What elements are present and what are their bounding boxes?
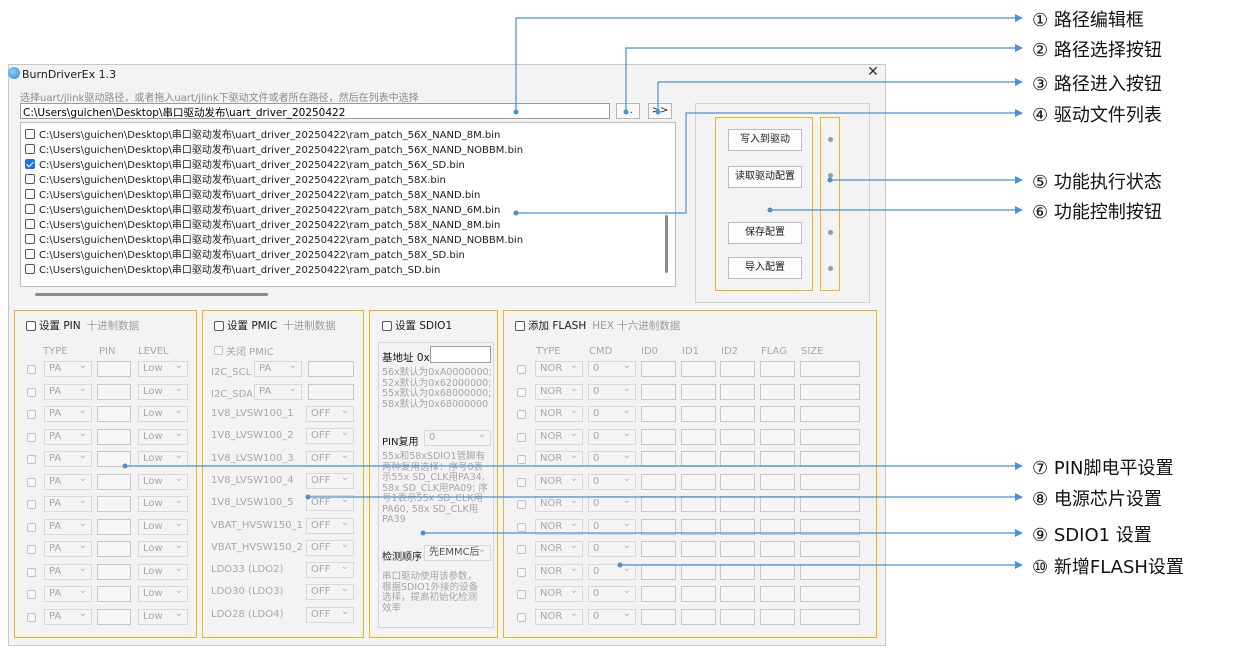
annotation-control-buttons: ⑥ 功能控制按钮 <box>1032 198 1162 224</box>
annotation-status: ⑤ 功能执行状态 <box>1032 168 1162 194</box>
annotation-path-edit: ① 路径编辑框 <box>1032 6 1144 32</box>
annotation-path-enter: ③ 路径进入按钮 <box>1032 70 1162 96</box>
annotation-sdio: ⑨ SDIO1 设置 <box>1032 521 1152 547</box>
annotation-flash: ⑩ 新增FLASH设置 <box>1032 553 1184 579</box>
annotation-pin: ⑦ PIN脚电平设置 <box>1032 454 1174 480</box>
annotation-pmic: ⑧ 电源芯片设置 <box>1032 485 1162 511</box>
annotation-file-list: ④ 驱动文件列表 <box>1032 101 1162 127</box>
annotation-path-select: ② 路径选择按钮 <box>1032 36 1162 62</box>
